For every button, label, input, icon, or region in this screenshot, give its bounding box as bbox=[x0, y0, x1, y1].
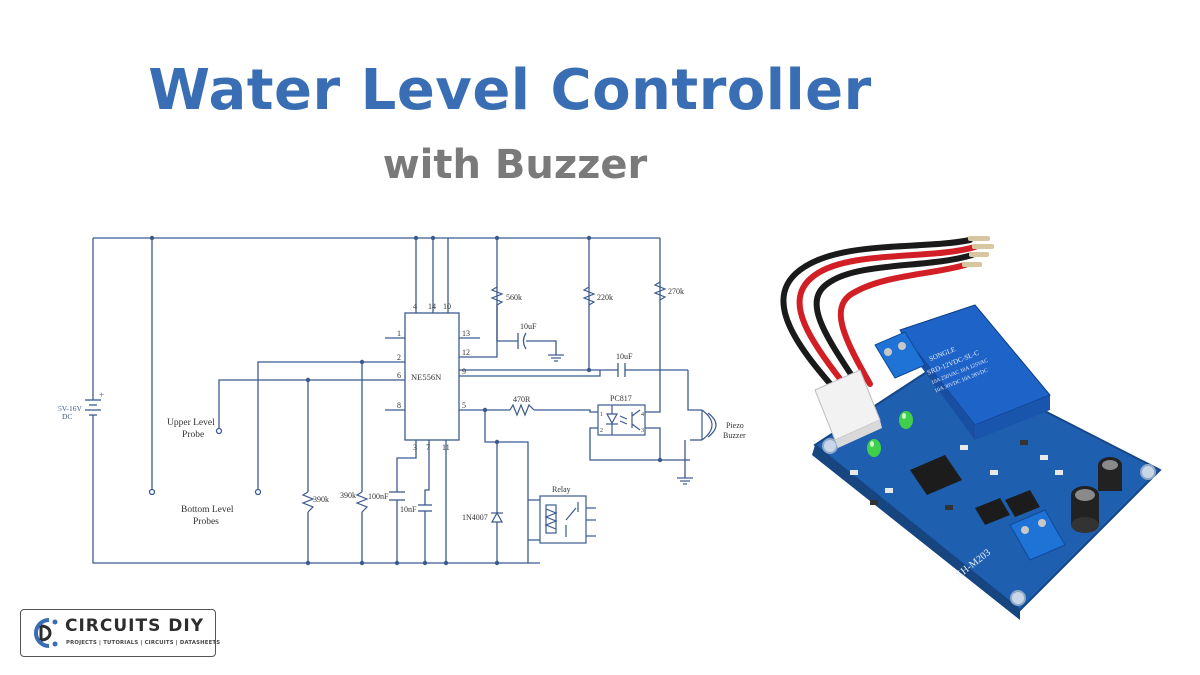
upper-probe-label-2: Probe bbox=[182, 430, 204, 440]
logo-tagline: PROJECTS | TUTORIALS | CIRCUITS | DATASH… bbox=[66, 640, 221, 646]
label-buzzer: Buzzer bbox=[723, 431, 746, 440]
label-560k: 560k bbox=[506, 293, 522, 302]
circuit-logo-icon bbox=[34, 618, 58, 648]
label-470r: 470R bbox=[513, 395, 531, 404]
resistor-470r bbox=[509, 403, 535, 417]
opto-pin-1: 1 bbox=[600, 412, 603, 418]
pin-3: 3 bbox=[413, 443, 417, 452]
pin-4: 4 bbox=[413, 302, 417, 311]
pin-7: 7 bbox=[426, 443, 430, 452]
ic-label: NE556N bbox=[411, 372, 441, 382]
pin-13: 13 bbox=[462, 329, 470, 338]
pin-10: 10 bbox=[443, 302, 451, 311]
label-390k-b: 390k bbox=[340, 491, 356, 500]
pc817-optocoupler bbox=[597, 404, 646, 436]
label-1n4007: 1N4007 bbox=[462, 513, 488, 522]
opto-pin-2: 2 bbox=[600, 428, 603, 434]
relay-module-illustration: SONGLE SRD-12VDC-SL-C 10A 250VAC 10A 125… bbox=[780, 236, 1162, 620]
label-10nf: 10nF bbox=[400, 505, 417, 514]
supply-voltage-label: 5V-16V bbox=[58, 404, 82, 413]
page-subtitle: with Buzzer bbox=[382, 142, 648, 188]
pin-1: 1 bbox=[397, 329, 401, 338]
bottom-probe-label-1: Bottom Level bbox=[181, 505, 234, 515]
label-piezo: Piezo bbox=[726, 421, 744, 430]
diode-1n4007 bbox=[490, 511, 504, 523]
piezo-buzzer bbox=[701, 409, 717, 441]
resistor-390k-a bbox=[301, 491, 315, 513]
label-relay: Relay bbox=[552, 485, 571, 494]
pin-11: 11 bbox=[442, 443, 450, 452]
pin-12: 12 bbox=[462, 348, 470, 357]
pin-8: 8 bbox=[397, 401, 401, 410]
resistor-270k bbox=[653, 281, 667, 301]
upper-probe-label-1: Upper Level bbox=[167, 418, 215, 428]
resistor-390k-b bbox=[355, 491, 369, 513]
page-title: Water Level Controller bbox=[148, 58, 872, 123]
pin-2: 2 bbox=[397, 353, 401, 362]
resistor-220k bbox=[582, 286, 596, 306]
pin-6: 6 bbox=[397, 371, 401, 380]
pin-5: 5 bbox=[462, 401, 466, 410]
relay bbox=[539, 495, 596, 544]
label-pc817: PC817 bbox=[610, 394, 632, 403]
circuit-schematic: 5V-16V DC + 4 14 10 1 2 6 8 13 12 9 5 3 … bbox=[58, 235, 746, 566]
pin-9: 9 bbox=[462, 367, 466, 376]
circuits-diy-logo: CIRCUITS DIY PROJECTS | TUTORIALS | CIRC… bbox=[20, 609, 220, 657]
logo-name: CIRCUITS DIY bbox=[65, 616, 205, 636]
label-390k-a: 390k bbox=[313, 495, 329, 504]
pin-14: 14 bbox=[428, 302, 436, 311]
label-100nf: 100nF bbox=[368, 492, 389, 501]
resistor-560k bbox=[490, 286, 504, 306]
opto-pin-4: 4 bbox=[641, 412, 644, 418]
bottom-probe-label-2: Probes bbox=[193, 517, 219, 527]
battery-plus: + bbox=[99, 390, 104, 400]
label-220k: 220k bbox=[597, 293, 613, 302]
label-10uf-a: 10uF bbox=[520, 322, 537, 331]
ne556-ic bbox=[404, 312, 460, 441]
opto-pin-3: 3 bbox=[641, 428, 644, 434]
supply-dc-label: DC bbox=[62, 412, 72, 421]
label-10uf-b: 10uF bbox=[616, 352, 633, 361]
label-270k: 270k bbox=[668, 287, 684, 296]
